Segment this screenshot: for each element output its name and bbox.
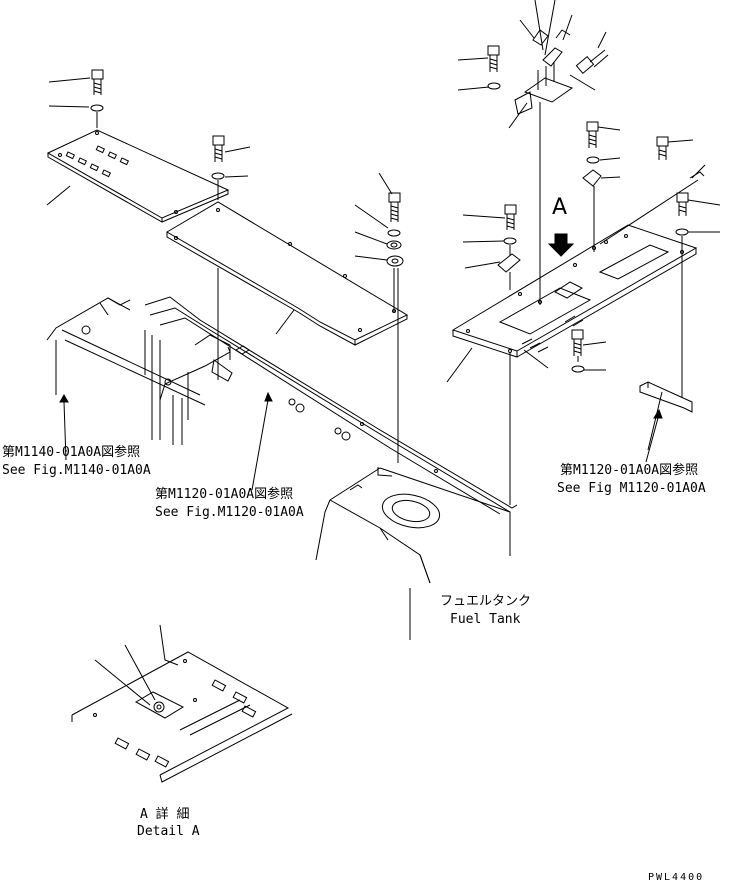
left-cover-washer: [90, 104, 104, 112]
right-cover-plate: [451, 224, 698, 358]
right-cover-bolt: [487, 45, 705, 373]
right-bolt-stack: [386, 192, 404, 267]
fuel-tank: [315, 467, 511, 640]
right-leader-lines: [446, 0, 721, 451]
tank-leader-lines: [217, 268, 511, 505]
ref-right-en: See Fig M1120-01A0A: [557, 481, 706, 496]
detail-a-jp: A 詳 細: [140, 807, 190, 822]
fuel-tank-en: Fuel Tank: [450, 612, 521, 627]
view-arrow: [547, 233, 575, 257]
right-bottom-bracket: [639, 381, 693, 413]
left-leader-lines: [46, 77, 98, 206]
ref-arrow-leaders: [63, 399, 659, 491]
ref-center-jp: 第M1120-01A0A図参照: [155, 487, 294, 502]
machine-frame: [46, 296, 518, 515]
left-cover-plate: [46, 129, 230, 223]
ref-center-en: See Fig.M1120-01A0A: [155, 505, 304, 520]
detail-a-en: Detail A: [137, 824, 200, 839]
ref-arrows: [59, 391, 663, 419]
view-marker-a: A: [552, 195, 568, 220]
detail-a-view: [71, 624, 293, 783]
ref-right-jp: 第M1120-01A0A図参照: [560, 463, 699, 478]
drawing-code: PWL4400: [648, 872, 705, 883]
long-cover-washer: [211, 172, 225, 180]
ref-left-jp: 第M1140-01A0A図参照: [2, 445, 141, 460]
long-cover-bolt: [212, 135, 225, 162]
center-leader-lines: [217, 146, 395, 335]
long-cover-plate: [166, 201, 409, 346]
ref-left-en: See Fig.M1140-01A0A: [2, 463, 151, 478]
fuel-tank-jp: フュエルタンク: [440, 594, 532, 609]
left-cover-bolt: [91, 69, 104, 95]
right-top-bracket: [514, 29, 609, 115]
